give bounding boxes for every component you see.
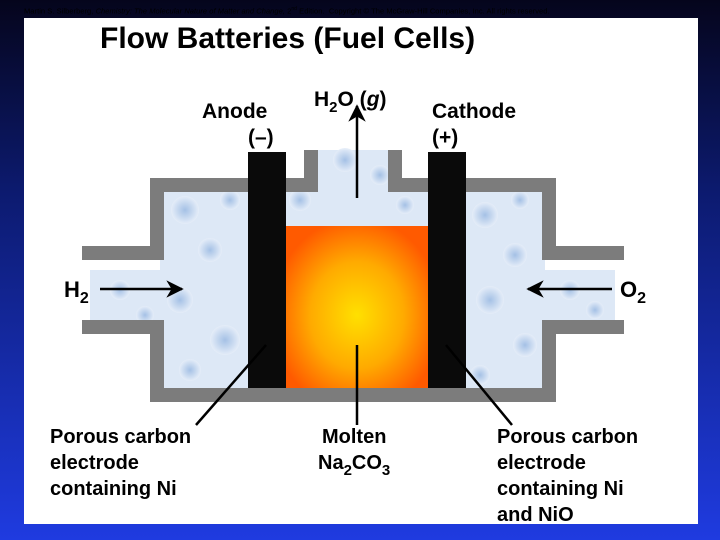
electrolyte-na-subscript: 2 — [344, 462, 352, 479]
right-electrode-caption: Porous carbon electrode containing Ni an… — [497, 426, 638, 526]
anode-electrode — [248, 152, 286, 388]
credit-book: Chemistry: The Molecular Nature of Matte… — [95, 6, 285, 16]
cathode-label: Cathode — [432, 100, 516, 123]
water-state: g — [366, 88, 380, 111]
gas-bubbles — [110, 148, 604, 385]
right-electrode-line: and NiO — [497, 504, 574, 526]
cathode-electrode — [428, 152, 466, 388]
electrolyte-co-subscript: 3 — [382, 462, 390, 479]
right-electrode-line: containing Ni — [497, 478, 624, 500]
anode-sign: (–) — [248, 126, 274, 149]
right-electrode-line: electrode — [497, 452, 586, 474]
leader-lines — [195, 344, 513, 426]
oxygen-label: O2 — [620, 277, 646, 307]
left-electrode-caption: Porous carbon electrode containing Ni — [50, 426, 191, 500]
electrolyte-line-1: Molten — [322, 426, 386, 448]
copyright-credit: Martin S. Silberberg, Chemistry: The Mol… — [24, 6, 674, 16]
electrolyte-co: CO — [352, 452, 382, 474]
cathode-sign: (+) — [432, 126, 458, 149]
left-electrode-line: Porous carbon — [50, 426, 191, 448]
credit-copyright: Copyright © The McGraw-Hill Companies, I… — [328, 6, 550, 16]
left-electrode-line: electrode — [50, 452, 139, 474]
oxygen-subscript: 2 — [637, 290, 646, 307]
right-electrode-line: Porous carbon — [497, 426, 638, 448]
water-close: ) — [380, 88, 387, 111]
credit-author: Martin S. Silberberg, — [24, 6, 94, 16]
credit-edition-word: Edition. — [299, 6, 325, 16]
water-o: O ( — [338, 88, 367, 111]
electrolyte-formula: Na2CO3 — [318, 452, 390, 479]
water-vapor-label: H2O (g) — [314, 88, 387, 116]
hydrogen-h: H — [64, 277, 80, 302]
credit-edition-suffix: nd — [291, 6, 298, 12]
left-electrode-line: containing Ni — [50, 478, 177, 500]
water-h-subscript: 2 — [329, 99, 337, 116]
page-title: Flow Batteries (Fuel Cells) — [100, 22, 476, 55]
electrolyte-caption: Molten Na2CO3 — [318, 426, 390, 479]
hydrogen-label: H2 — [64, 277, 89, 307]
anode-label: Anode — [202, 100, 267, 123]
water-h: H — [314, 88, 329, 111]
credit-edition-number: 2 — [287, 6, 292, 16]
hydrogen-subscript: 2 — [80, 290, 89, 307]
electrolyte-na: Na — [318, 452, 344, 474]
oxygen-o: O — [620, 277, 637, 302]
